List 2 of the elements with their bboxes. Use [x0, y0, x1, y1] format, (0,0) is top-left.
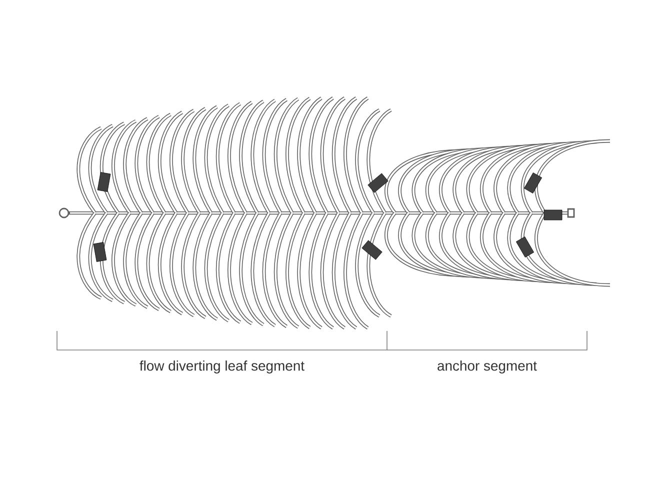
segment-label: flow diverting leaf segment [140, 360, 304, 374]
segment-label: anchor segment [438, 360, 537, 374]
